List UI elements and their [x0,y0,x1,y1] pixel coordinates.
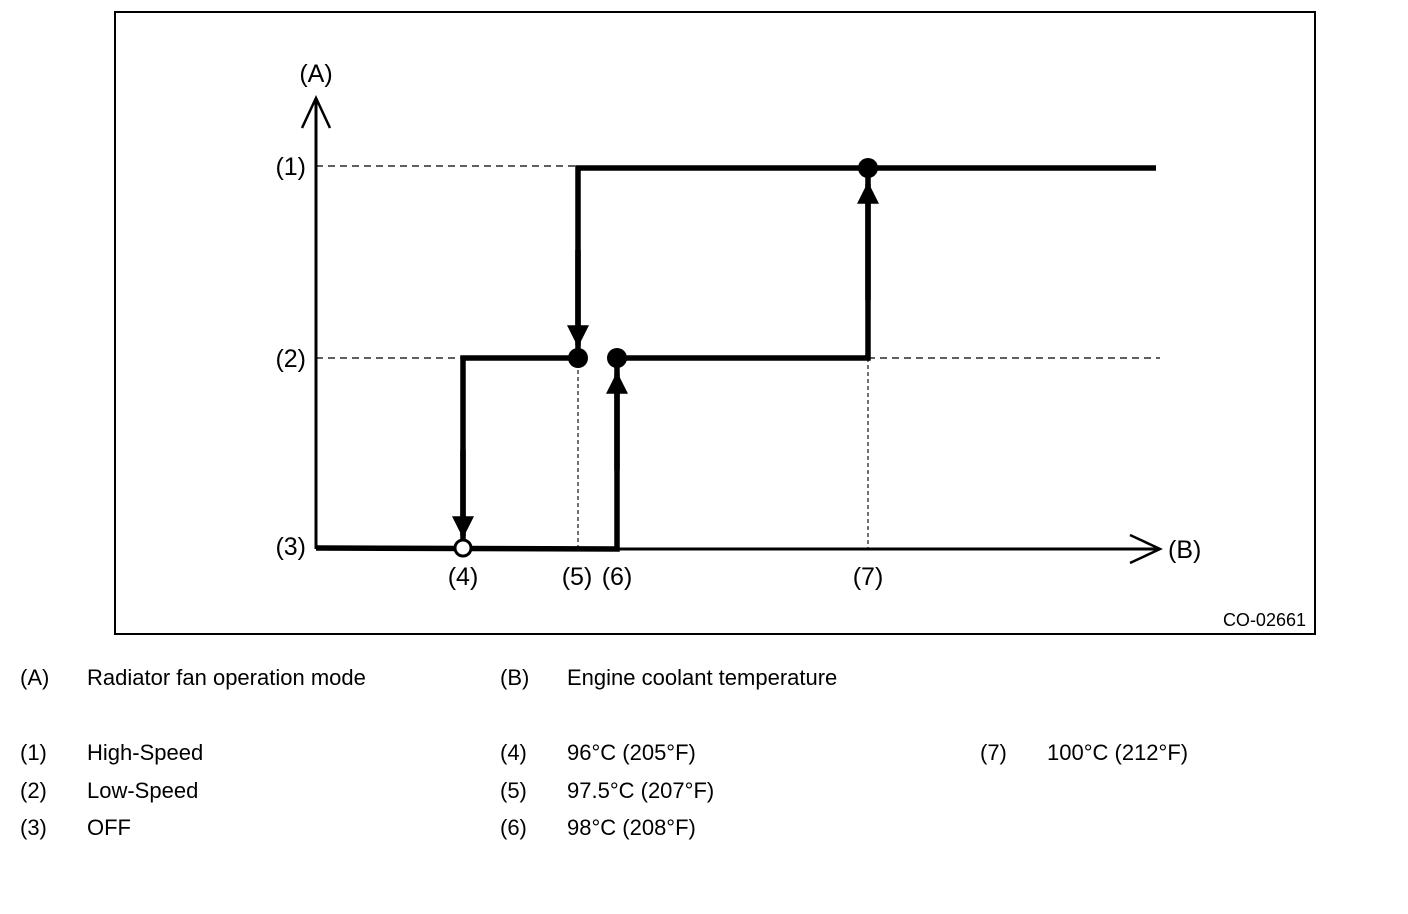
marker-point-7 [858,158,878,178]
legend-text: 100°C (212°F) [1047,740,1189,765]
legend-key: (A) [20,665,50,690]
point-label-5: (5) [562,563,593,591]
legend-text: Engine coolant temperature [567,665,838,690]
level-label-high: (1) [275,153,306,181]
figure-code: CO-02661 [1223,610,1306,630]
level-label-off: (3) [275,533,306,561]
legend-text: Radiator fan operation mode [87,665,366,690]
legend-text: 97.5°C (207°F) [567,778,715,803]
legend-key: (B) [500,665,530,690]
diagram-frame [114,11,1316,635]
legend-text: High-Speed [87,740,204,765]
y-axis-label: (A) [299,60,332,88]
heating-path [315,165,1156,552]
x-axis-arrowhead [1129,533,1163,565]
legend-key: (4) [500,740,527,765]
y-axis-arrowhead [300,95,332,129]
marker-point-6 [607,348,627,368]
legend-text: 96°C (205°F) [567,740,696,765]
point-label-6: (6) [602,563,633,591]
x-axis-label: (B) [1168,536,1201,564]
marker-point-5 [568,348,588,368]
legend-key: (7) [980,740,1007,765]
legend-key: (6) [500,815,527,840]
legend-key: (3) [20,815,47,840]
legend-key: (5) [500,778,527,803]
point-label-7: (7) [853,563,884,591]
legend-key: (2) [20,778,47,803]
level-label-low: (2) [275,345,306,373]
marker-point-4 [453,538,473,558]
legend-key: (1) [20,740,47,765]
legend-text: OFF [87,815,131,840]
point-label-4: (4) [448,563,479,591]
legend-text: Low-Speed [87,778,199,803]
legend-text: 98°C (208°F) [567,815,696,840]
